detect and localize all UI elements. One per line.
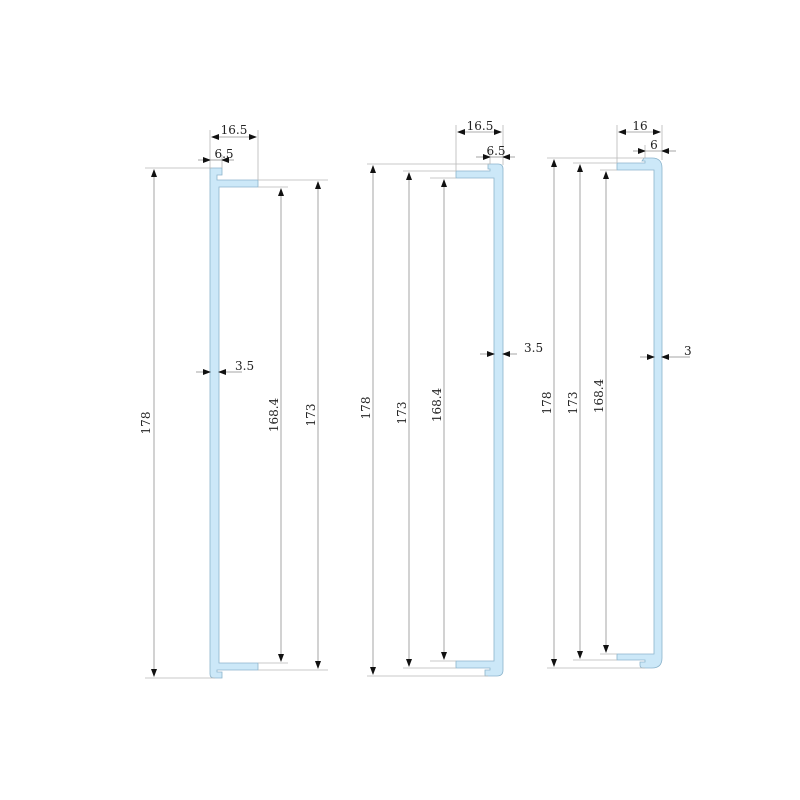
profile-3-height-168-4: 168.4 [592, 378, 606, 413]
profile-1-web-3-5: 3.5 [235, 359, 254, 373]
profile-2-height-173: 173 [395, 402, 409, 425]
profile-3-shape [616, 157, 663, 669]
profile-3-group: 178 173 168.4 16 6 3 [540, 119, 692, 669]
profile-2-web-3-5: 3.5 [524, 341, 543, 355]
profile-3-lip-6: 6 [650, 138, 658, 152]
profile-2-lip-6-5: 6.5 [486, 144, 505, 158]
profile-2-group: 178 173 168.4 16.5 6.5 3.5 [359, 119, 543, 677]
profile-2-height-178: 178 [359, 397, 373, 420]
profile-1-shape [209, 167, 259, 679]
profile-3-height-178: 178 [540, 392, 554, 415]
profile-2-flange-16-5: 16.5 [467, 119, 494, 133]
profile-3-flange-16: 16 [632, 119, 647, 133]
profile-2-height-168-4: 168.4 [430, 387, 444, 422]
profile-1-height-178: 178 [139, 412, 153, 435]
profile-2-shape [455, 163, 504, 677]
profile-1-height-173: 173 [304, 404, 318, 427]
profile-3-web-3: 3 [684, 344, 692, 358]
profile-1-flange-16-5: 16.5 [221, 123, 248, 137]
profile-1-group: 178 168.4 173 16.5 6.5 3.5 [139, 123, 328, 679]
profile-3-height-173: 173 [566, 392, 580, 415]
profile-1-height-168-4: 168.4 [267, 397, 281, 432]
profile-1-lip-6-5: 6.5 [214, 147, 233, 161]
